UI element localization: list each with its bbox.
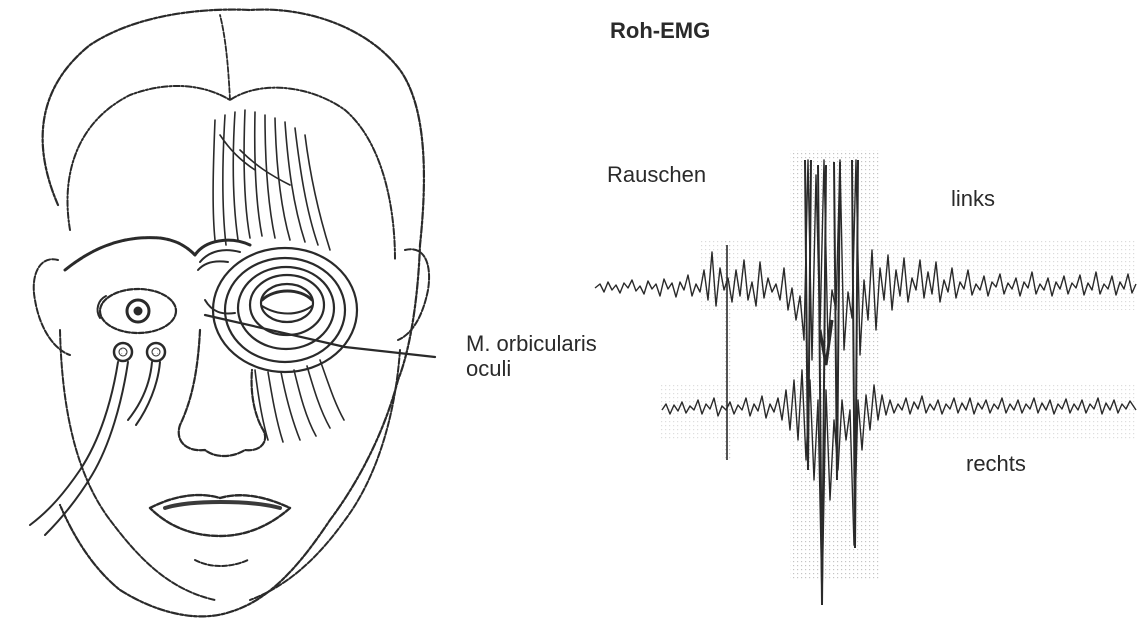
electrode-pair (30, 343, 165, 535)
noise-label: Rauschen (607, 162, 706, 187)
muscle-label-line1: M. orbicularis (466, 331, 597, 356)
nose (179, 330, 265, 456)
orbicularis-muscle-drawing (195, 110, 435, 442)
chart-title: Roh-EMG (610, 18, 710, 43)
muscle-label-line2: oculi (466, 356, 597, 381)
left-trace-label: links (951, 186, 995, 211)
right-trace-label: rechts (966, 451, 1026, 476)
right-ear (398, 249, 429, 340)
left-eyebrow (65, 238, 195, 270)
left-eye (98, 289, 176, 333)
emg-traces (595, 150, 1137, 605)
muscle-label: M. orbicularis oculi (466, 331, 597, 382)
hairline (68, 86, 396, 260)
left-ear (34, 259, 70, 355)
